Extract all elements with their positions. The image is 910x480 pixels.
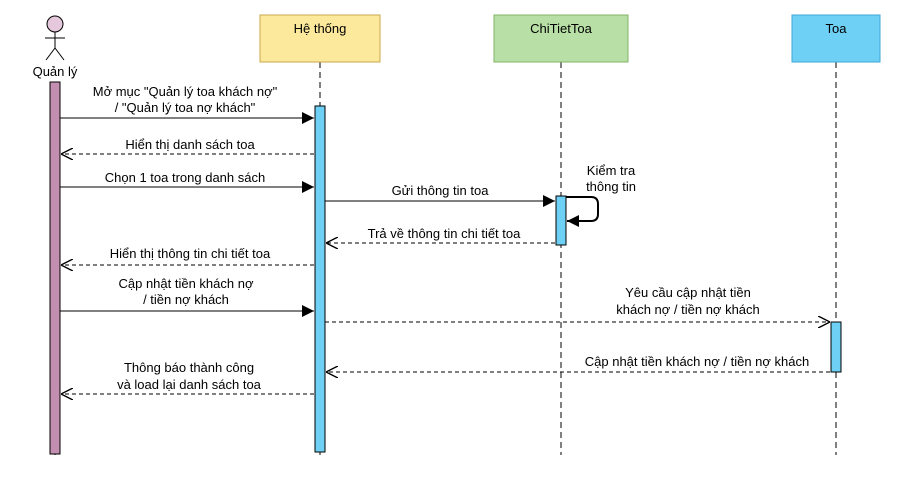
message-send-toa: Gửi thông tin toa [325,183,555,207]
participant-box [259,14,381,63]
message-show-list: Hiển thị danh sách toa [61,137,314,154]
message-request-update: Yêu cầu cập nhật tiền khách nợ / tiền nợ… [325,285,830,322]
participant-label: ChiTietToa [530,21,592,36]
actor-figure [45,15,65,61]
actor-activation [49,81,61,455]
message-label: Gửi thông tin toa [392,183,490,198]
chi-tiet-toa-activation [555,195,567,246]
message-show-detail: Hiển thị thông tin chi tiết toa [61,246,314,265]
message-label: Cập nhật tiền khách nợ [118,276,253,291]
message-select-toa: Chọn 1 toa trong danh sách [60,170,314,193]
message-label: / tiền nợ khách [143,292,229,307]
he-thong-activation [314,105,326,453]
participant-chi-tiet-toa: ChiTietToa [493,14,629,63]
message-update-debt: Cập nhật tiền khách nợ / tiền nợ khách [60,276,314,317]
message-label: thông tin [586,179,636,194]
message-label: Chọn 1 toa trong danh sách [105,170,265,185]
toa-activation [830,321,842,373]
message-update-result: Cập nhật tiền khách nợ / tiền nợ khách [326,354,830,372]
message-notify-success: Thông báo thành công và load lại danh sá… [61,360,314,394]
actor-head [46,15,64,33]
message-label: Cập nhật tiền khách nợ / tiền nợ khách [585,354,809,369]
message-return-detail: Trả về thông tin chi tiết toa [326,226,555,243]
message-label: Yêu cầu cập nhật tiền [625,285,751,300]
message-label: Kiểm tra [587,163,636,178]
participant-he-thong: Hệ thống [259,14,381,63]
message-arrow [566,196,599,227]
participant-box [493,14,629,63]
participant-label: Hệ thống [294,21,347,36]
message-label: Trả về thông tin chi tiết toa [368,226,521,241]
participant-toa: Toa [791,14,881,63]
message-label: / "Quản lý toa nợ khách" [115,100,256,115]
actor-left-leg [45,47,56,61]
participant-box [791,14,881,63]
actor-right-leg [54,47,65,61]
actor-label: Quản lý [33,64,78,79]
participant-label: Toa [826,21,848,36]
message-open-menu: Mở mục "Quản lý toa khách nợ" / "Quản lý… [60,84,314,124]
message-label: Mở mục "Quản lý toa khách nợ" [93,84,278,99]
message-label: Thông báo thành công [124,360,254,375]
message-label: Hiển thị thông tin chi tiết toa [110,246,271,261]
message-label: Hiển thị danh sách toa [125,137,255,152]
message-label: và load lại danh sách toa [117,377,262,392]
message-label: khách nợ / tiền nợ khách [616,302,760,317]
message-self-check: Kiểm tra thông tin [566,163,636,227]
